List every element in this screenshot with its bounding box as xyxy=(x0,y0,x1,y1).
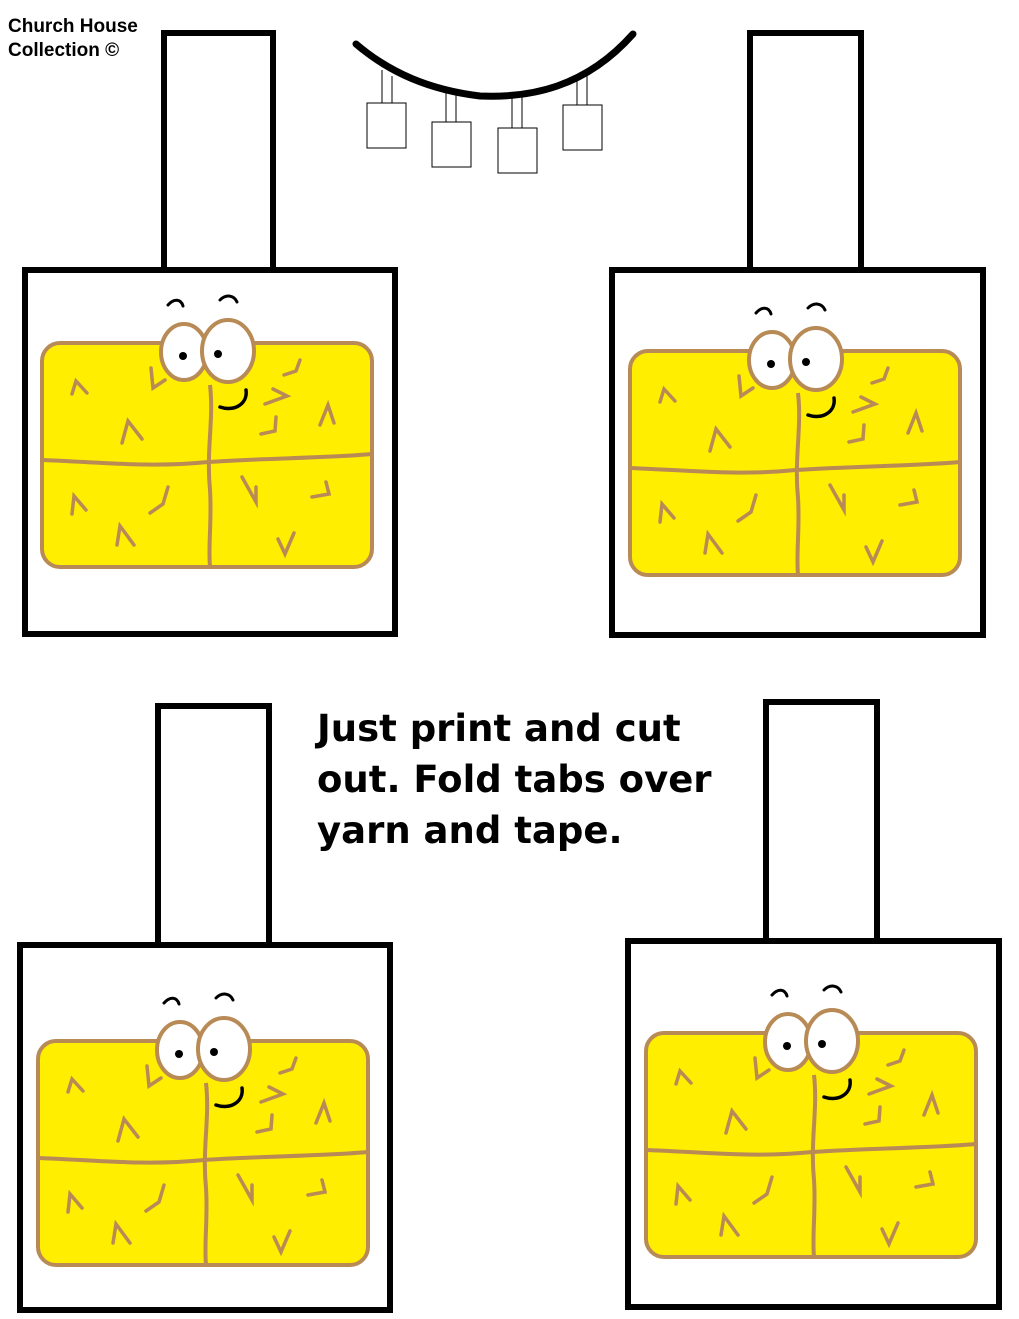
garland-flag-4 xyxy=(562,70,603,151)
hay-bale-icon xyxy=(36,992,370,1267)
hay-bale-icon xyxy=(628,302,962,577)
garland-flag-3 xyxy=(497,93,538,174)
instructions-line-3: yarn and tape. xyxy=(317,809,623,852)
fold-tab xyxy=(747,30,864,273)
garland-flag-2 xyxy=(431,90,472,168)
copyright-credit: Church House Collection © xyxy=(8,15,138,63)
instructions-line-2: out. Fold tabs over xyxy=(317,758,712,801)
garland-flag-1 xyxy=(366,70,407,149)
hay-bale-icon xyxy=(40,294,374,569)
credit-line-1: Church House xyxy=(8,16,138,37)
fold-tab xyxy=(763,699,880,945)
hay-bale-icon xyxy=(644,984,978,1259)
fold-tab xyxy=(155,703,272,949)
fold-tab xyxy=(161,30,276,273)
instructions-line-1: Just print and cut xyxy=(317,707,681,750)
instructions-text: Just print and cut out. Fold tabs over y… xyxy=(317,703,737,856)
garland-illustration xyxy=(352,30,637,174)
credit-line-2: Collection © xyxy=(8,40,120,61)
